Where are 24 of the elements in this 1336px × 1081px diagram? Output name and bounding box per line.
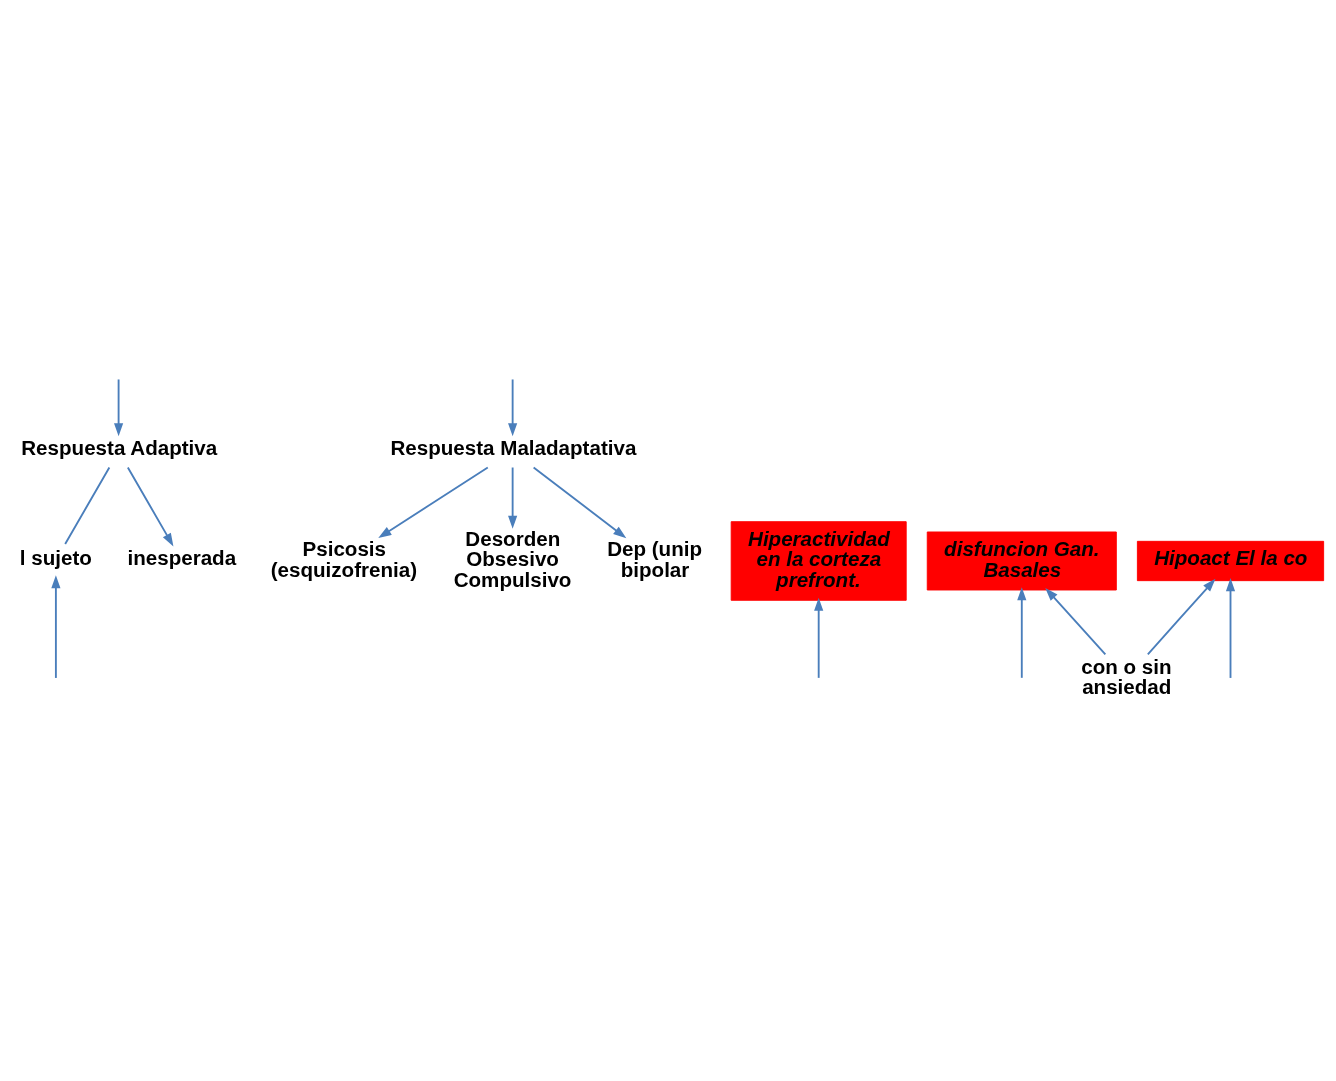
arrow xyxy=(378,466,489,538)
arrow xyxy=(508,378,518,436)
node-text: Dep (unip bipolar xyxy=(607,536,703,581)
arrow xyxy=(1225,577,1236,679)
node-box: disfuncion Gan. Basales xyxy=(926,531,1117,590)
node-text: Psicosis (esquizofrenia) xyxy=(270,536,418,581)
connector xyxy=(64,466,111,545)
arrow xyxy=(1017,586,1027,679)
arrow xyxy=(532,466,627,538)
arrow xyxy=(814,597,824,679)
arrow xyxy=(508,466,518,529)
arrow xyxy=(1146,578,1216,655)
arrow xyxy=(51,574,61,679)
node-text: Desorden Obsesivo Compulsivo xyxy=(453,526,572,591)
node-text: con o sin ansiedad xyxy=(1081,654,1172,698)
node-text: Respuesta Adaptiva xyxy=(21,435,218,459)
node-text: l sujeto xyxy=(19,545,92,569)
node-box: Hiperactividad en la corteza prefront. xyxy=(730,520,907,601)
arrow xyxy=(126,466,174,546)
node-text: Respuesta Maladaptativa xyxy=(390,435,637,459)
arrow xyxy=(114,378,124,436)
arrow xyxy=(1045,587,1107,655)
node-text: inesperada xyxy=(127,545,237,569)
node-box: Hipoact El la co xyxy=(1136,540,1325,581)
